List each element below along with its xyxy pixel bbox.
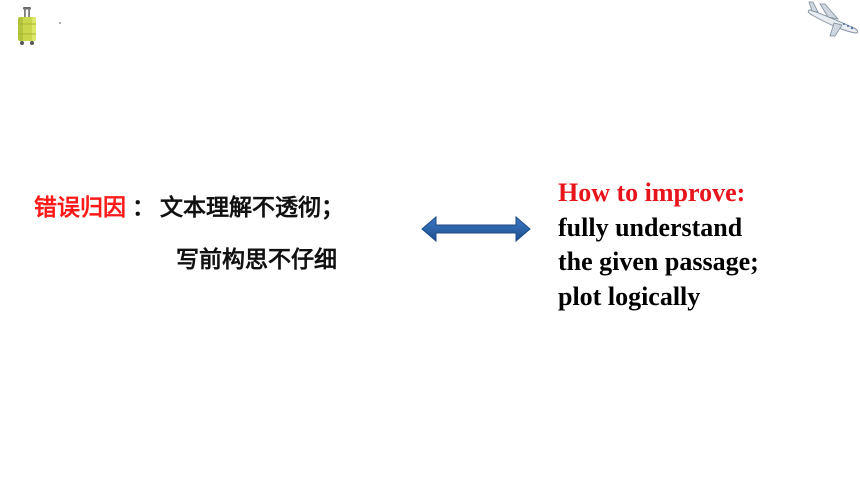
error-cause-text-2: 写前构思不仔细 <box>176 247 337 273</box>
luggage-icon <box>18 7 36 45</box>
double-arrow-icon <box>421 215 531 243</box>
improve-heading: How to improve: <box>558 178 746 207</box>
improve-line-1: fully understand <box>558 212 743 242</box>
label-separator: ： <box>132 195 155 221</box>
error-cause-label: 错误归因 <box>34 195 126 221</box>
improvement-block: How to improve: fully understand the giv… <box>558 176 759 314</box>
airplane-icon <box>807 1 859 37</box>
improve-line-2: the given passage; <box>558 247 759 276</box>
improve-line-3: plot logically <box>558 281 701 311</box>
error-cause-text-1: 文本理解不透彻； <box>160 195 344 221</box>
decorative-dot <box>59 22 61 24</box>
error-cause-line: 错误归因：文本理解不透彻； <box>34 193 344 223</box>
